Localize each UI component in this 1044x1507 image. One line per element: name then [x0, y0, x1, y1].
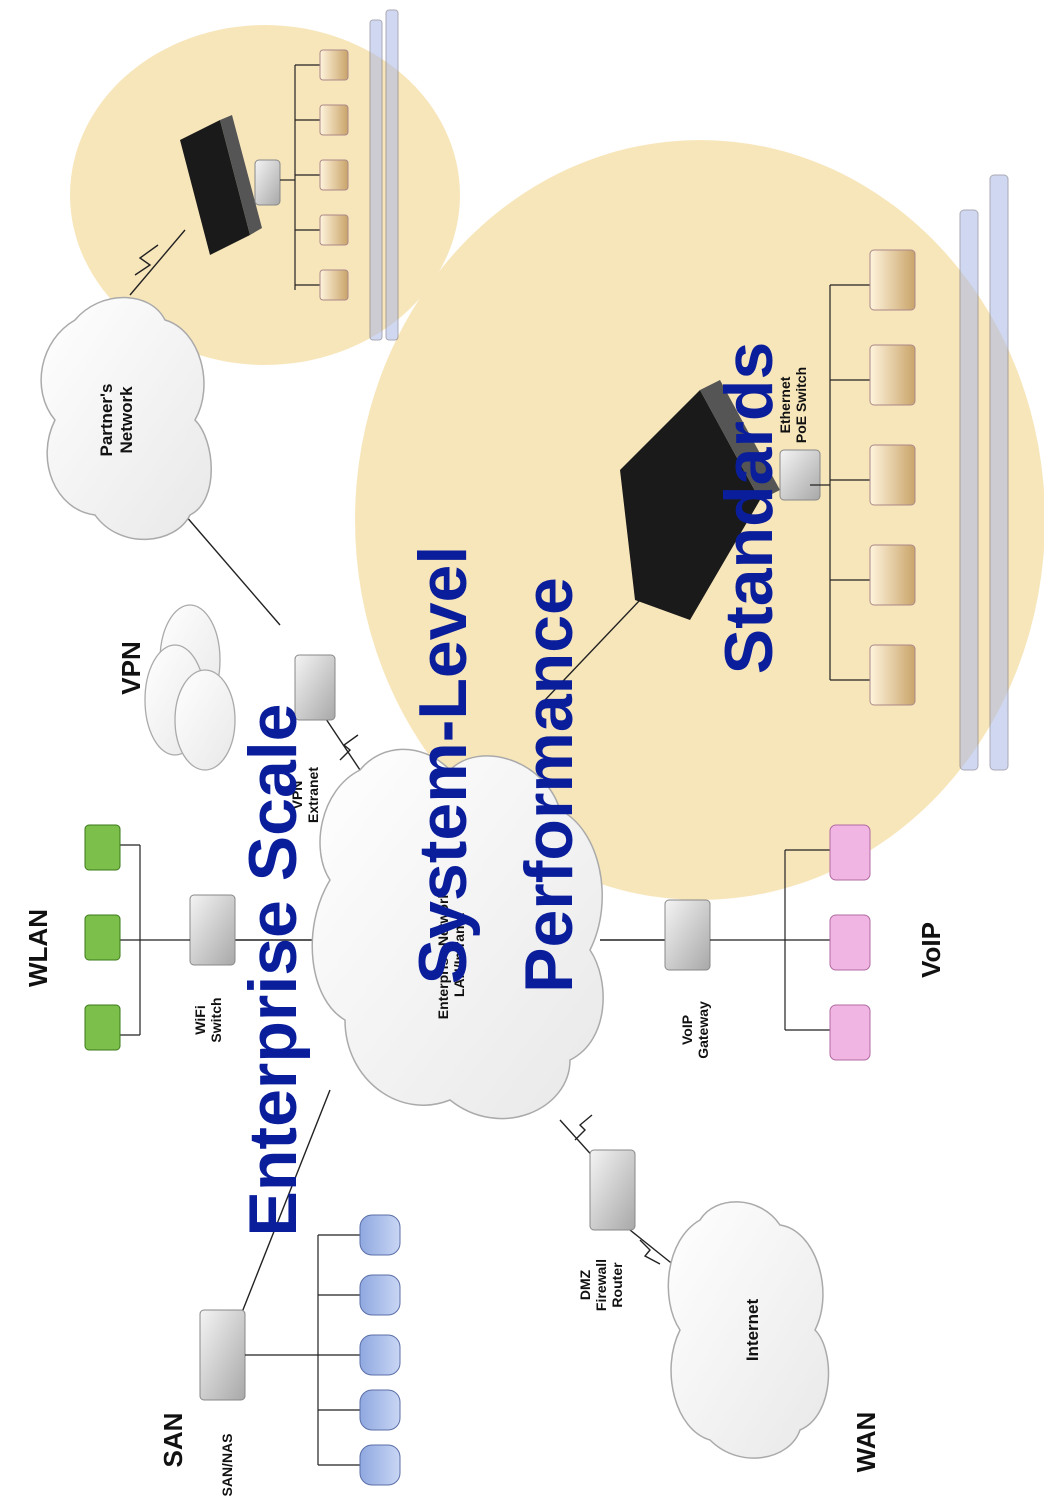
enterprise-network-cloud: [311, 748, 604, 1120]
wifi-switch-device: [189, 894, 236, 966]
voip-tree: [710, 849, 830, 1031]
caption-system-level: System-Level: [405, 546, 481, 984]
poe-switch-device: [779, 449, 821, 501]
main-ap-tree: [810, 284, 870, 681]
partner-network-label: Partner'sNetwork: [97, 383, 136, 456]
voip-gateway-label: VoIPGateway: [679, 1001, 711, 1059]
caption-performance: Performance: [511, 577, 587, 993]
partner-ap-tree: [280, 64, 320, 290]
device-boxes: [189, 159, 821, 1401]
internet-cloud: Internet: [667, 1201, 830, 1459]
enterprise-network-label: Enterprise NetworkLAN/Intranet: [435, 891, 467, 1020]
wlan-tree: [120, 844, 190, 1036]
main-reva-switch: [620, 380, 780, 620]
wlan-access-points: [84, 824, 121, 1051]
vpn-clouds: [144, 604, 236, 771]
partner-network-cloud: Partner'sNetwork: [40, 296, 212, 541]
dmz-firewall-router-device: [589, 1149, 636, 1231]
partner-access-points: [319, 49, 349, 301]
wifi-switch-label: WiFiSwitch: [192, 997, 224, 1042]
partner-clients: [369, 9, 399, 341]
main-clients: [959, 174, 1009, 771]
partner-hub: [254, 159, 281, 206]
san-disks: [359, 1214, 401, 1486]
internet-label: Internet: [743, 1298, 762, 1361]
voip-phones: [829, 824, 871, 1061]
section-wlan: WLAN: [23, 909, 53, 987]
caption-enterprise-scale: Enterprise Scale: [235, 704, 311, 1237]
main-access-points: [869, 249, 916, 706]
poe-switch-label: EthernetPoE Switch: [777, 367, 809, 443]
section-wan: WAN: [851, 1412, 881, 1473]
partner-reva-switch: [180, 115, 262, 255]
voip-gateway-device: [664, 899, 711, 971]
san-nas-device: [199, 1309, 246, 1401]
dmz-firewall-router-label: DMZFirewallRouter: [577, 1259, 625, 1311]
caption-standards: Standards: [711, 342, 787, 675]
section-voip: VoIP: [916, 922, 946, 978]
vpn-extranet-device: [294, 654, 336, 721]
section-san: SAN: [158, 1413, 188, 1468]
section-vpn: VPN: [116, 641, 146, 694]
san-tree: [245, 1234, 360, 1466]
vpn-extranet-label: VPNExtranet: [289, 767, 321, 823]
san-nas-label: SAN/NAS: [219, 1433, 235, 1496]
